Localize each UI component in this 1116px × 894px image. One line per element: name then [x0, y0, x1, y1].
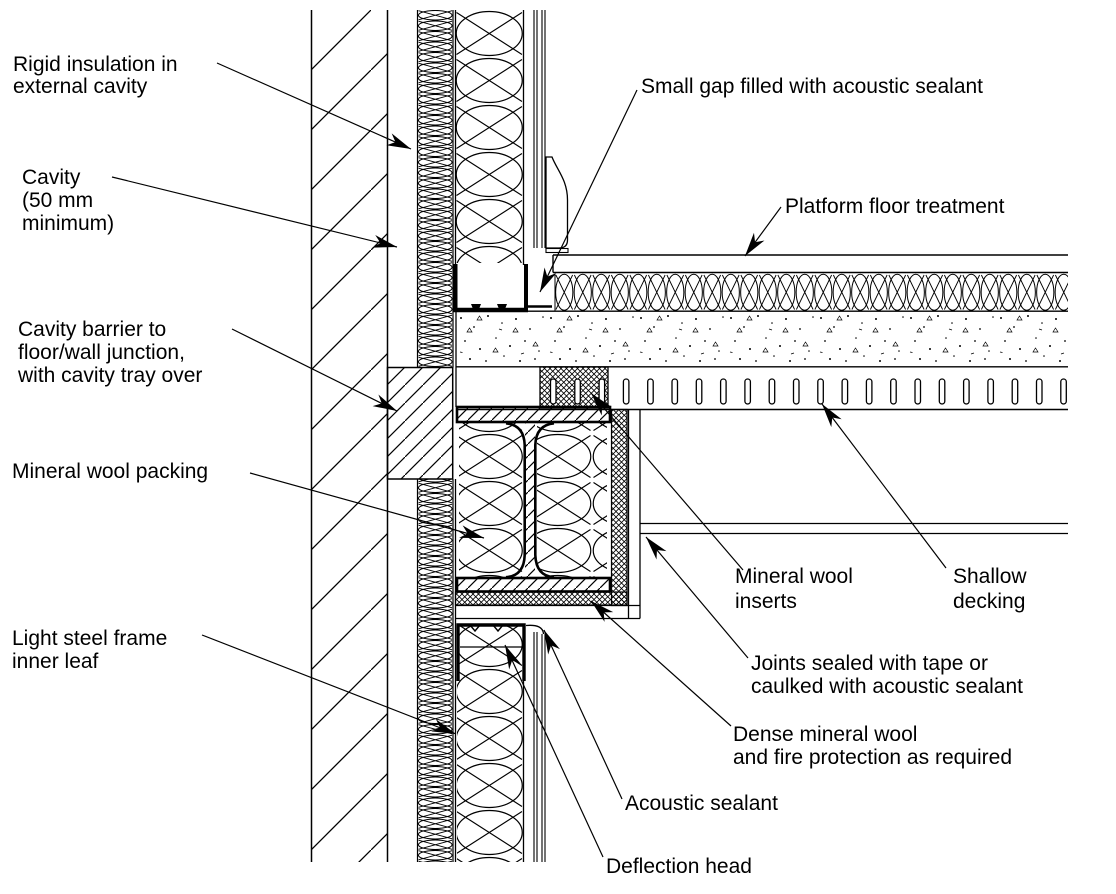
label-dense-mineral-wool: Dense mineral wool — [733, 723, 917, 746]
upper-wall-plasterboard — [533, 10, 546, 248]
leader-dense-mineral-wool — [590, 600, 732, 727]
label-mineral-wool-inserts: Mineral wool — [735, 565, 853, 588]
label-rigid-insulation: Rigid insulation in — [13, 53, 178, 76]
leader-rigid-insulation — [216, 62, 412, 150]
leader-small-gap — [539, 89, 638, 293]
label-acoustic-sealant: Acoustic sealant — [625, 792, 778, 815]
label-joints-sealed: Joints sealed with tape or — [751, 652, 988, 675]
label-dense-mineral-wool-2: and fire protection as required — [733, 746, 1012, 769]
label-cavity-2: (50 mm — [22, 189, 93, 212]
lower-wall-plasterboard — [533, 632, 546, 862]
beam-side-board — [627, 409, 641, 619]
label-shallow-decking-2: decking — [953, 590, 1025, 613]
skirting-base-strip — [545, 247, 569, 254]
edge-beam-web — [505, 422, 555, 579]
leader-mineral-wool-inserts — [590, 392, 744, 571]
upper-wall-mineral-wool — [454, 10, 525, 265]
edge-beam-bottom-flange — [455, 576, 612, 593]
label-cavity-barrier-2: floor/wall junction, — [18, 341, 185, 364]
label-mineral-wool-inserts-2: inserts — [735, 590, 797, 613]
rigid-insulation-lower — [416, 479, 454, 862]
label-cavity-barrier: Cavity barrier to — [18, 318, 166, 341]
upper-wall-bottom-track — [453, 264, 528, 313]
label-joints-sealed-2: caulked with acoustic sealant — [751, 675, 1023, 698]
edge-beam-mineral-wool-right — [537, 423, 607, 577]
label-light-steel-frame: Light steel frame — [12, 627, 167, 650]
rigid-insulation-upper — [416, 10, 454, 368]
cavity-barrier — [386, 366, 454, 480]
dense-mineral-wool-vertical — [610, 408, 628, 607]
label-light-steel-frame-2: inner leaf — [12, 650, 99, 673]
label-shallow-decking: Shallow — [953, 565, 1027, 588]
label-cavity-barrier-3: with cavity tray over — [17, 364, 202, 387]
leader-cavity-barrier — [231, 328, 398, 412]
label-deflection-head: Deflection head — [606, 855, 752, 878]
annotations: Rigid insulation in external cavity Cavi… — [12, 53, 1027, 878]
edge-beam-mineral-wool-left — [459, 423, 523, 577]
label-mineral-wool-packing: Mineral wool packing — [12, 460, 208, 483]
label-rigid-insulation-2: external cavity — [13, 75, 148, 98]
label-cavity: Cavity — [22, 166, 81, 189]
label-cavity-3: minimum) — [22, 212, 114, 235]
leader-shallow-decking — [821, 403, 947, 569]
skirting-board — [545, 156, 569, 254]
leader-joints-sealed — [645, 536, 749, 659]
leader-platform-floor — [744, 206, 782, 257]
floor-resilient-layer — [554, 273, 1068, 311]
label-platform-floor: Platform floor treatment — [785, 195, 1005, 218]
dense-mineral-wool-horizontal — [454, 591, 628, 606]
concrete-slab — [455, 310, 1068, 407]
acoustic-sealant-bead — [525, 624, 545, 635]
edge-beam-top-flange — [455, 405, 612, 424]
masonry-outer-leaf — [310, 10, 389, 862]
leader-cavity — [111, 176, 398, 248]
shallow-decking — [549, 378, 1067, 405]
leader-light-steel-frame — [201, 634, 457, 735]
leader-deflection-head — [504, 644, 604, 858]
label-small-gap: Small gap filled with acoustic sealant — [641, 75, 983, 98]
leader-acoustic-sealant — [543, 629, 623, 800]
leader-mineral-wool-packing — [249, 472, 485, 539]
